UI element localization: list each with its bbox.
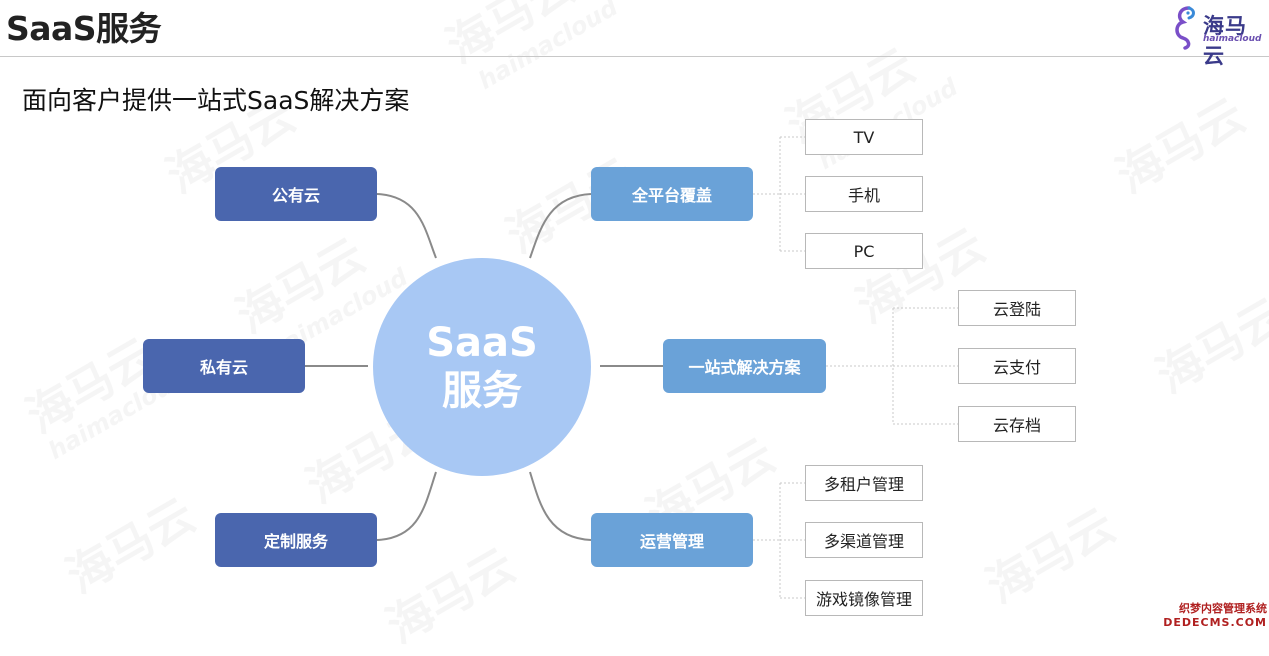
platform-branches	[753, 136, 805, 252]
slide-subtitle: 面向客户提供一站式SaaS解决方案	[22, 86, 410, 115]
logo-subtext: haimacloud	[1203, 34, 1262, 44]
mindmap-connectors	[305, 136, 958, 599]
center-saas-circle: SaaS 服务	[373, 258, 591, 476]
operations-branches	[753, 482, 805, 599]
header-divider	[0, 56, 1269, 57]
logo-name: 海马云	[1203, 14, 1247, 68]
page-title: SaaS服务	[6, 9, 162, 48]
connector-operations	[529, 471, 592, 541]
leaf-mobile: 手机	[805, 176, 923, 212]
leaf-tv: TV	[805, 119, 923, 155]
leaf-multi-channel: 多渠道管理	[805, 522, 923, 558]
connector-platform	[529, 193, 592, 259]
connector-custom-service	[376, 471, 437, 541]
leaf-pc: PC	[805, 233, 923, 269]
node-full-platform: 全平台覆盖	[591, 167, 753, 221]
seahorse-logo-icon	[1175, 6, 1195, 50]
leaf-cloud-save: 云存档	[958, 406, 1076, 442]
dedecms-watermark-line1: 织梦内容管理系统	[1179, 602, 1267, 615]
connector-public-cloud	[376, 193, 437, 259]
leaf-multi-tenant: 多租户管理	[805, 465, 923, 501]
center-line1: SaaS	[426, 320, 538, 366]
leaf-cloud-payment: 云支付	[958, 348, 1076, 384]
haima-logo: 海马云 haimacloud	[1171, 2, 1262, 68]
node-private-cloud: 私有云	[143, 339, 305, 393]
node-onestop-solution: 一站式解决方案	[663, 339, 826, 393]
dedecms-watermark-line2: DEDECMS.COM	[1163, 616, 1267, 629]
node-custom-service: 定制服务	[215, 513, 377, 567]
onestop-branches	[826, 307, 958, 425]
node-operations: 运营管理	[591, 513, 753, 567]
leaf-cloud-login: 云登陆	[958, 290, 1076, 326]
dedecms-watermark: 织梦内容管理系统 DEDECMS.COM	[1163, 600, 1267, 629]
node-public-cloud: 公有云	[215, 167, 377, 221]
leaf-game-image: 游戏镜像管理	[805, 580, 923, 616]
center-line2: 服务	[442, 368, 522, 414]
